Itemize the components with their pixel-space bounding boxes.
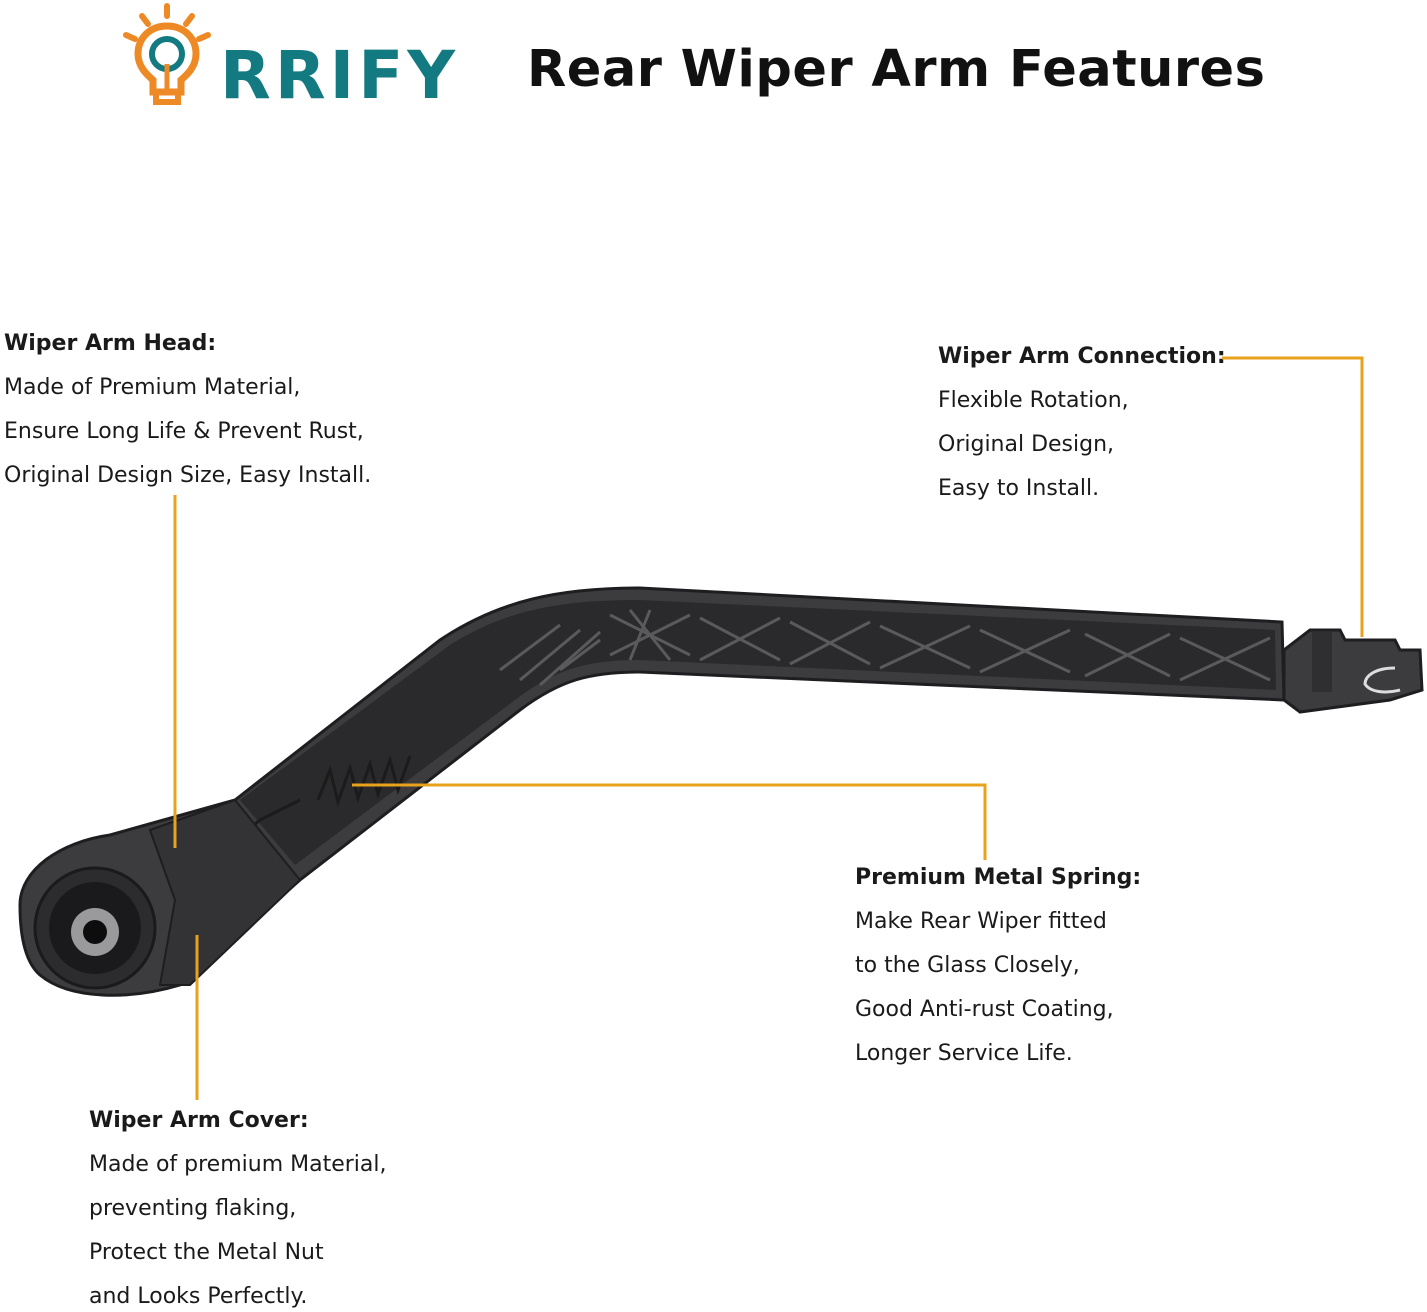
callout-text: Easy to Install.: [938, 476, 1100, 501]
callout-text: Made of Premium Material,: [4, 375, 301, 400]
wiper-arm-head: [33, 866, 157, 990]
brand-logo: RRIFY: [123, 3, 459, 112]
callout-text: to the Glass Closely,: [855, 953, 1080, 978]
callout-text: Made of premium Material,: [89, 1152, 387, 1177]
leader-line-spring: [352, 783, 987, 860]
callout-text: Original Design Size, Easy Install.: [4, 463, 372, 488]
callout-wiper-arm-connection: Wiper Arm Connection: Flexible Rotation,…: [938, 335, 1226, 511]
lightbulb-icon: [123, 3, 211, 105]
brand-name: RRIFY: [220, 37, 459, 112]
wiper-arm-cover: [148, 798, 302, 986]
callout-title: Wiper Arm Cover:: [89, 1108, 309, 1133]
callout-title: Premium Metal Spring:: [855, 865, 1142, 890]
wiper-arm-connection-end: [1282, 628, 1424, 714]
callout-text: Longer Service Life.: [855, 1041, 1073, 1066]
callout-text: Flexible Rotation,: [938, 388, 1129, 413]
leader-line-connection: [1222, 356, 1364, 637]
callout-title: Wiper Arm Head:: [4, 331, 217, 356]
callout-text: Good Anti-rust Coating,: [855, 997, 1114, 1022]
callout-text: preventing flaking,: [89, 1196, 297, 1221]
callout-wiper-arm-head: Wiper Arm Head: Made of Premium Material…: [4, 322, 371, 498]
callout-text: Make Rear Wiper fitted: [855, 909, 1107, 934]
callout-text: Protect the Metal Nut: [89, 1240, 324, 1265]
callout-text: Ensure Long Life & Prevent Rust,: [4, 419, 364, 444]
callout-text: and Looks Perfectly.: [89, 1284, 308, 1309]
callout-metal-spring: Premium Metal Spring: Make Rear Wiper fi…: [855, 856, 1141, 1076]
callout-wiper-arm-cover: Wiper Arm Cover: Made of premium Materia…: [89, 1099, 387, 1312]
callout-text: Original Design,: [938, 432, 1115, 457]
callout-title: Wiper Arm Connection:: [938, 344, 1226, 369]
page-title: Rear Wiper Arm Features: [527, 40, 1266, 99]
